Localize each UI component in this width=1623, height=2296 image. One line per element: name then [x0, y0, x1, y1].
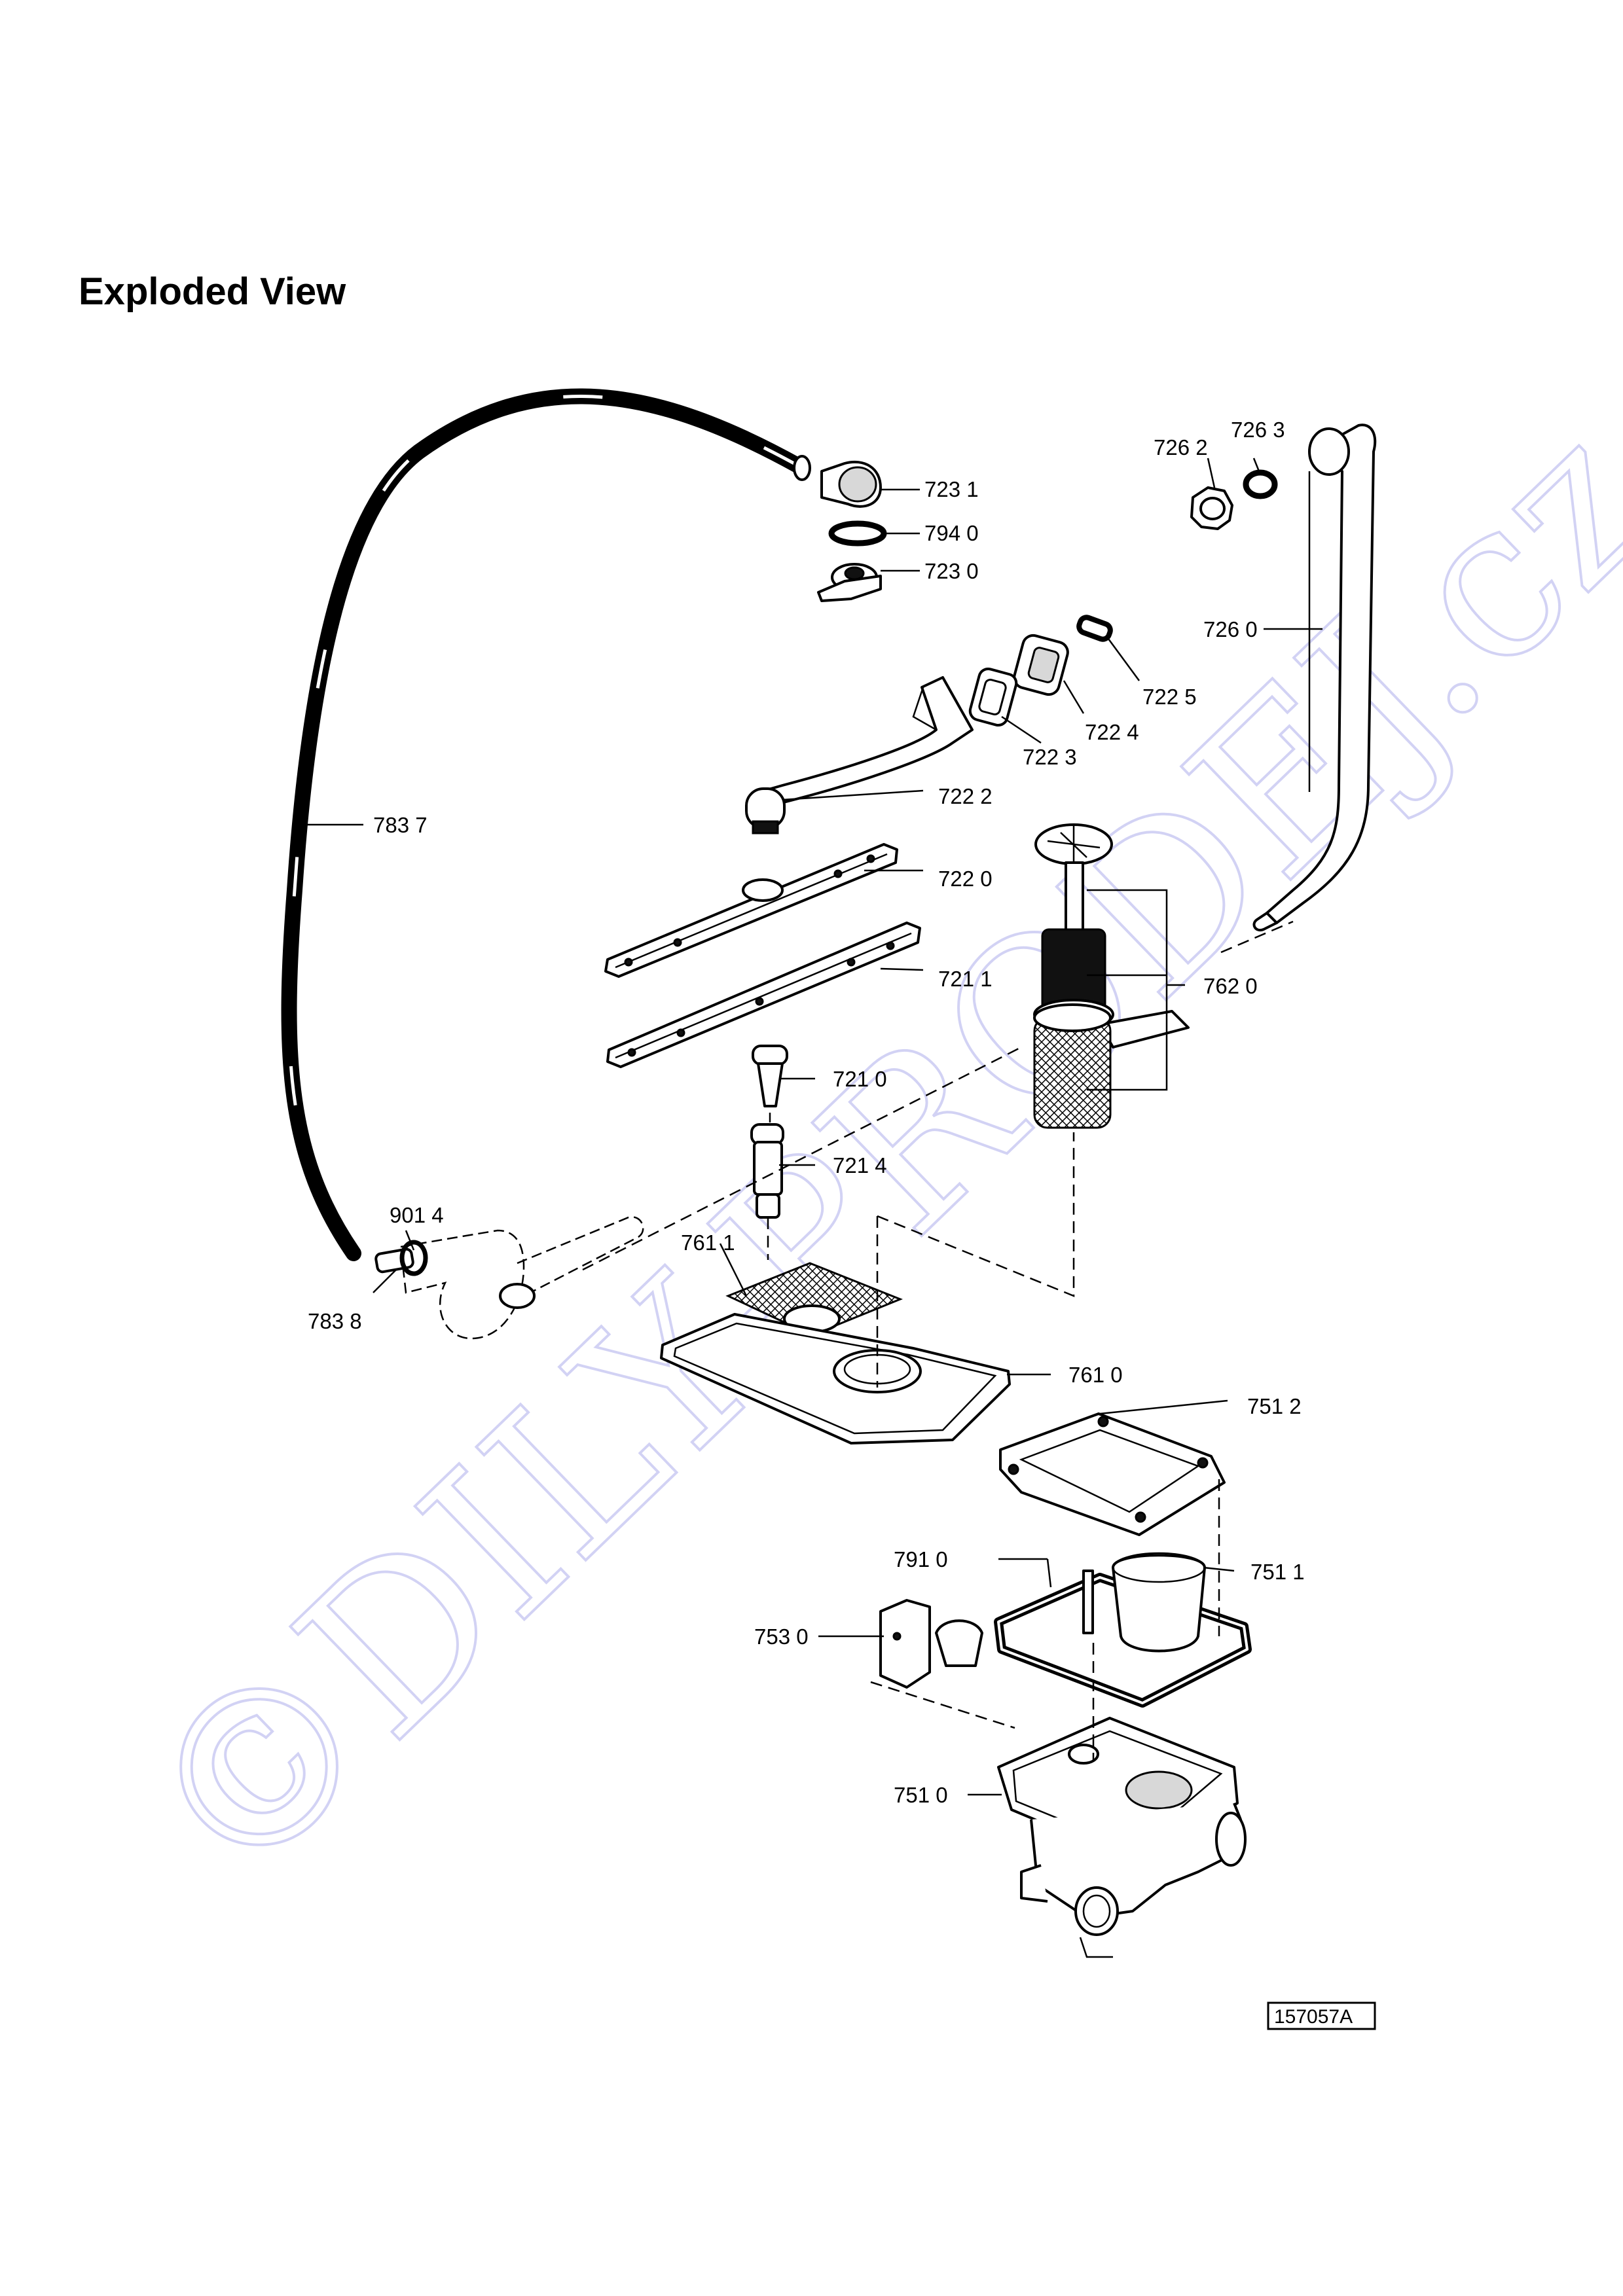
label-722-2: 722 2 — [938, 784, 993, 808]
label-723-1: 723 1 — [924, 477, 979, 501]
label-722-0: 722 0 — [938, 867, 993, 891]
upper-arm-connector-drawing — [817, 460, 887, 602]
label-901-4: 901 4 — [390, 1203, 444, 1227]
hose-connector-drawing — [374, 1216, 644, 1340]
assembly-lines — [582, 920, 1294, 1761]
label-722-3: 722 3 — [1023, 745, 1077, 769]
spray-arms-drawing — [604, 843, 921, 1068]
label-783-8: 783 8 — [308, 1309, 362, 1333]
label-721-1: 721 1 — [938, 967, 993, 991]
arm-adaptor-seals-drawing — [968, 615, 1113, 726]
page-title: Exploded View — [79, 270, 346, 313]
label-791-0: 791 0 — [894, 1547, 948, 1571]
label-723-0: 723 0 — [924, 559, 979, 583]
label-783-7: 783 7 — [373, 813, 428, 837]
label-721-4: 721 4 — [833, 1153, 887, 1177]
pressure-switch-block-drawing — [879, 1599, 983, 1689]
hose-783-7-drawing — [281, 388, 811, 1261]
sump-housing-drawing — [997, 1717, 1247, 1958]
label-751-0: 751 0 — [894, 1783, 948, 1807]
label-726-0: 726 0 — [1203, 617, 1258, 641]
part-labels: 723 1 794 0 723 0 726 2 726 3 726 0 722 … — [308, 418, 1305, 1807]
label-753-0: 753 0 — [754, 1624, 809, 1649]
label-726-3: 726 3 — [1231, 418, 1285, 442]
label-762-0: 762 0 — [1203, 974, 1258, 998]
label-721-0: 721 0 — [833, 1067, 887, 1091]
spray-arm-supply-pipe-drawing — [745, 676, 974, 834]
label-722-5: 722 5 — [1142, 685, 1197, 709]
label-722-4: 722 4 — [1085, 720, 1139, 744]
sump-cover-drawing — [999, 1412, 1226, 1536]
spray-arm-bearing-drawing — [750, 1045, 788, 1260]
figure-code-text: 157057A — [1274, 2006, 1353, 2028]
filter-plate-drawing — [660, 1262, 1011, 1444]
label-751-2: 751 2 — [1247, 1394, 1302, 1418]
figure-code: 157057A — [1267, 2001, 1376, 2030]
label-761-0: 761 0 — [1068, 1363, 1123, 1387]
label-761-1: 761 1 — [681, 1230, 735, 1255]
label-751-1: 751 1 — [1250, 1560, 1305, 1584]
leader-lines — [306, 457, 1322, 1796]
label-726-2: 726 2 — [1154, 435, 1208, 459]
label-794-0: 794 0 — [924, 521, 979, 545]
sump-seal-drawing — [994, 1552, 1252, 1708]
